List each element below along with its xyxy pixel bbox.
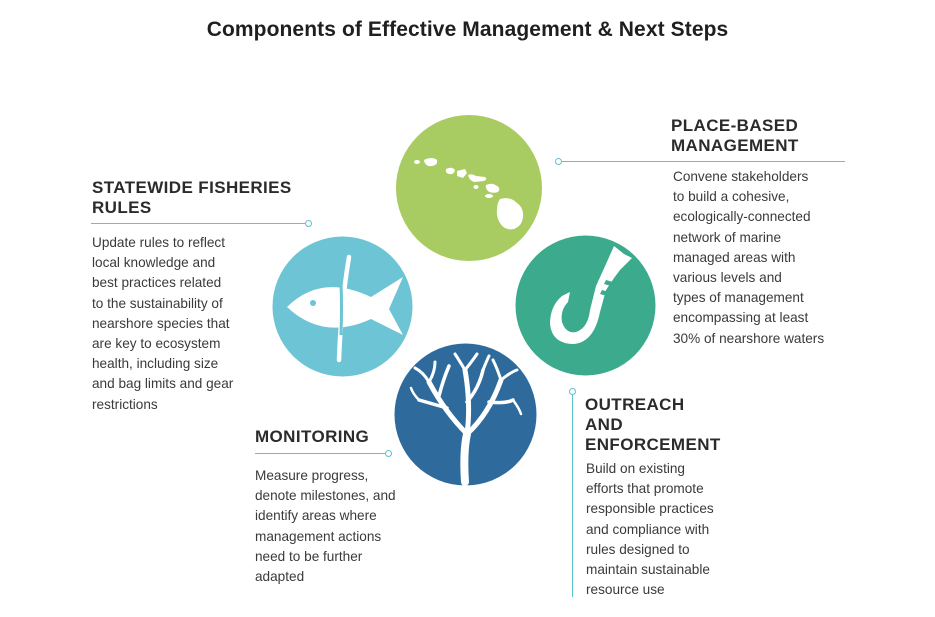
desc-line: Convene stakeholders [673,169,809,184]
desc-line: types of management [673,290,804,306]
desc-line: to the sustainability of [92,295,223,311]
statewide-rules-description: Update rules to reflect local knowledge … [92,233,233,415]
statewide-rules-heading-line1: STATEWIDE FISHERIES [92,178,292,197]
outreach-heading: OUTREACH AND ENFORCEMENT [585,395,721,455]
desc-line: best practices related [92,275,222,291]
place-based-heading-line1: PLACE-BASED [671,116,799,135]
monitoring-connector-dot [385,450,392,457]
outreach-description: Build on existing efforts that promote r… [586,459,714,600]
desc-line: management actions [255,528,382,544]
desc-line: adapted [255,569,305,585]
monitoring-description: Measure progress, denote milestones, and… [255,466,396,587]
hawaiian-islands-icon [414,158,524,230]
desc-line: identify areas where [255,508,377,524]
desc-line: ecologically-connected [673,209,811,225]
desc-line: encompassing at least [673,310,809,326]
outreach-connector-dot [569,388,576,395]
statewide-rules-heading-line2: RULES [92,198,152,217]
place-based-heading: PLACE-BASED MANAGEMENT [671,116,799,156]
desc-line: to build a cohesive, [673,189,790,205]
desc-line: various levels and [673,270,782,286]
statewide-rules-connector-line [91,223,307,225]
outreach-heading-line1: OUTREACH [585,395,685,414]
desc-line: denote milestones, and [255,488,396,504]
statewide-rules-heading: STATEWIDE FISHERIES RULES [92,178,292,218]
desc-line: and bag limits and gear [92,376,234,392]
desc-line: maintain sustainable [586,562,710,578]
desc-line: need to be further [255,548,363,564]
desc-line: are key to ecosystem [92,336,221,352]
desc-line: efforts that promote [586,481,704,497]
monitoring-heading: MONITORING [255,427,369,447]
monitoring-connector-line [255,453,387,455]
desc-line: Measure progress, [255,468,369,483]
statewide-rules-connector-dot [305,220,312,227]
monitoring-heading-line1: MONITORING [255,427,370,446]
desc-line: 30% of nearshore waters [673,330,825,346]
desc-line: health, including size [92,356,219,372]
place-based-connector-dot [555,158,562,165]
statewide-rules-circle [272,236,413,377]
desc-line: Build on existing [586,461,685,476]
place-based-circle [396,115,542,261]
page-title: Components of Effective Management & Nex… [206,18,729,41]
fish-icon [287,254,403,363]
place-based-connector-line [561,161,845,163]
outreach-heading-line2: AND [585,415,624,434]
desc-line: rules designed to [586,541,690,557]
place-based-description: Convene stakeholders to build a cohesive… [673,167,824,349]
place-based-heading-line2: MANAGEMENT [671,136,799,155]
desc-line: local knowledge and [92,255,216,271]
monitoring-circle [394,343,537,486]
desc-line: restrictions [92,396,158,412]
desc-line: network of marine [673,229,782,245]
desc-line: responsible practices [586,501,714,517]
outreach-connector-line [572,395,574,597]
coral-icon [409,352,523,486]
fish-hook-icon [550,246,632,344]
desc-line: nearshore species that [92,315,230,331]
desc-line: managed areas with [673,249,796,265]
desc-line: Update rules to reflect [92,235,225,250]
outreach-heading-line3: ENFORCEMENT [585,435,721,454]
desc-line: resource use [586,582,665,598]
desc-line: and compliance with [586,521,710,537]
outreach-circle [515,235,656,376]
